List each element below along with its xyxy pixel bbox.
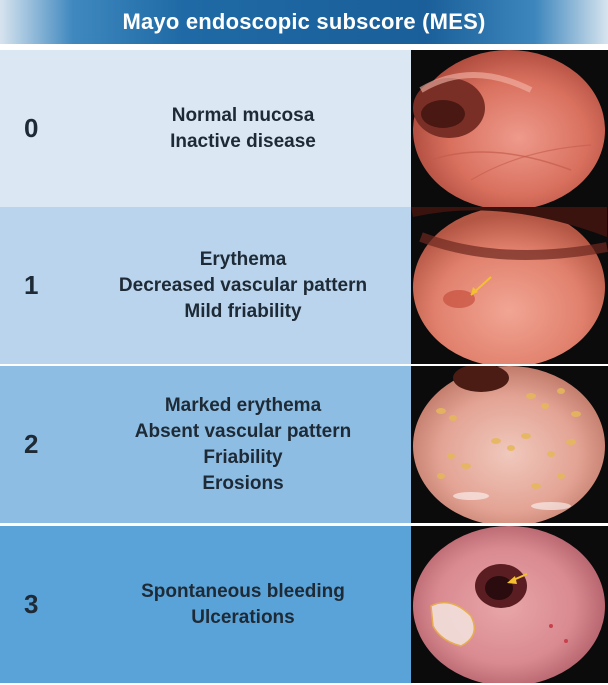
score-number: 2 [24, 429, 39, 459]
description-line: Marked erythema [164, 394, 322, 416]
description-line: Erythema [199, 248, 287, 270]
endoscopy-severe-image [411, 526, 608, 683]
header-banner: Mayo endoscopic subscore (MES) [0, 0, 608, 44]
description-line: Friability [203, 446, 283, 468]
endoscopy-moderate-image [411, 366, 608, 523]
description-line: Mild friability [184, 300, 302, 322]
description-line: Inactive disease [170, 130, 316, 152]
description-line: Normal mucosa [171, 104, 315, 126]
description-line: Erosions [202, 472, 284, 494]
description-line: Spontaneous bleeding [141, 580, 345, 602]
score-number: 3 [24, 589, 39, 619]
description-line: Ulcerations [191, 606, 295, 628]
score-number: 0 [24, 113, 39, 143]
score-row-1: 1 Erythema Decreased vascular pattern Mi… [0, 207, 608, 364]
score-description: Erythema Decreased vascular pattern Mild… [70, 207, 416, 364]
description-line: Absent vascular pattern [134, 420, 352, 442]
page-title: Mayo endoscopic subscore (MES) [122, 9, 486, 34]
description-line: Decreased vascular pattern [118, 274, 368, 296]
score-description: Marked erythema Absent vascular pattern … [70, 366, 416, 523]
score-description: Spontaneous bleeding Ulcerations [70, 526, 416, 683]
endoscopy-mild-image [411, 207, 608, 364]
score-description: Normal mucosa Inactive disease [70, 50, 416, 207]
score-row-2: 2 Marked erythema Absent vascular patter… [0, 366, 608, 523]
score-row-0: 0 Normal mucosa Inactive disease [0, 50, 608, 207]
endoscopy-normal-mucosa-image [411, 50, 608, 207]
score-number: 1 [24, 270, 39, 300]
score-row-3: 3 Spontaneous bleeding Ulcerations [0, 526, 608, 683]
